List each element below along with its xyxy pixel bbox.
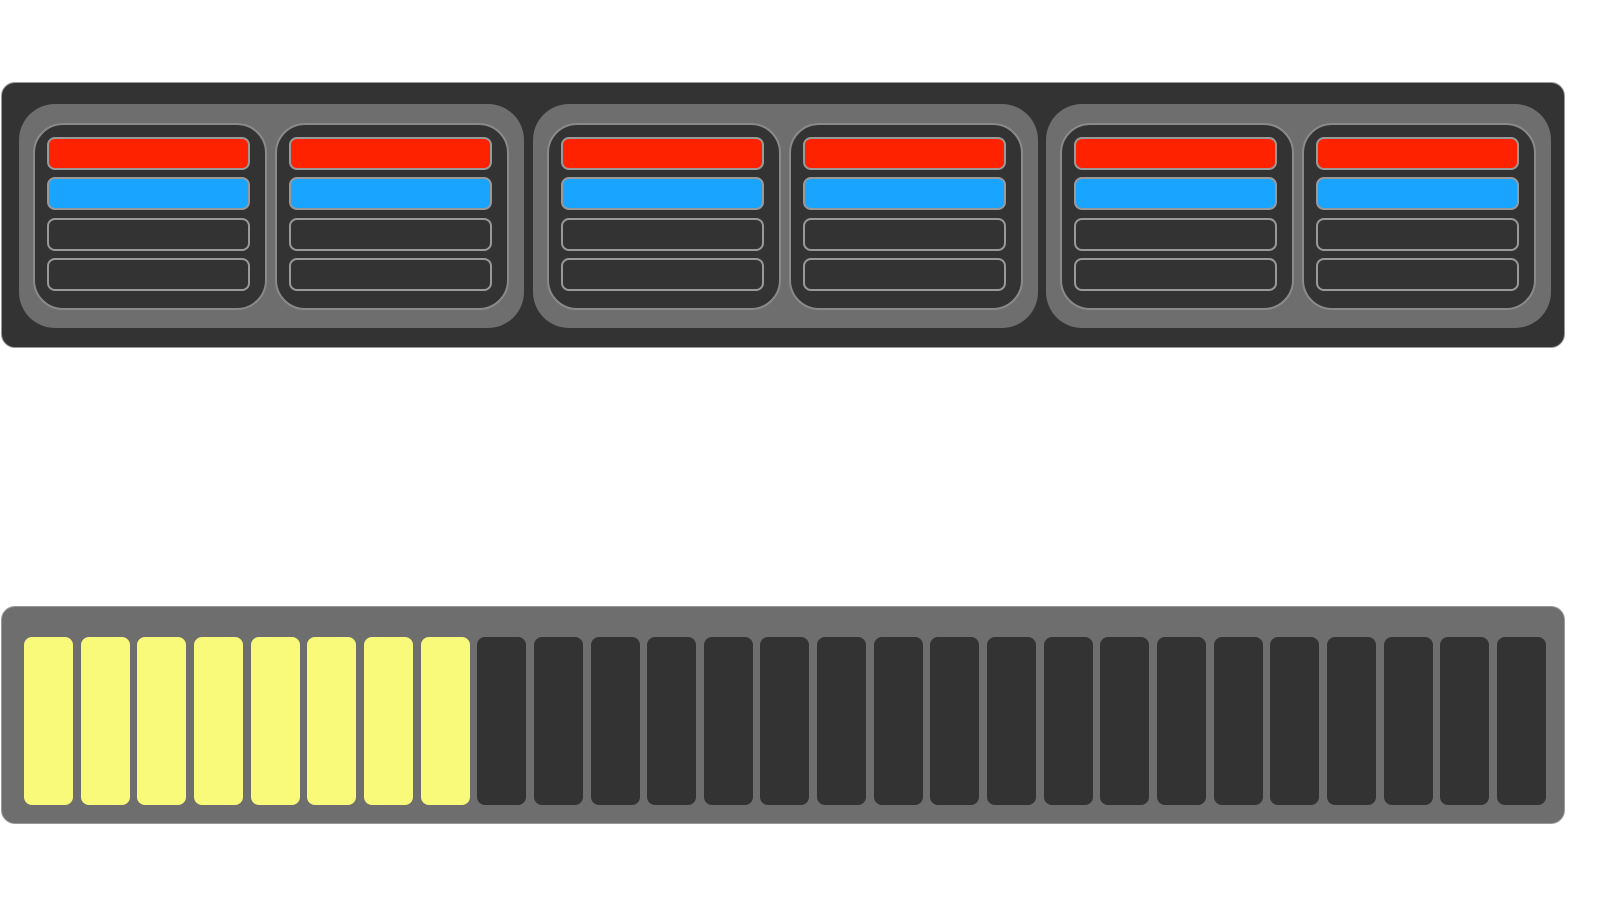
indicator-light-off [289, 258, 492, 291]
meter-segment-lit [80, 637, 130, 805]
indicator-light-blue [561, 177, 764, 210]
indicator-light-blue [1074, 177, 1277, 210]
meter-segment-off [1270, 637, 1320, 805]
meter-segment-off [1043, 637, 1093, 805]
indicator-light-off [561, 258, 764, 291]
indicator-light-red [561, 137, 764, 170]
meter-segment-off [817, 637, 867, 805]
indicator-unit [33, 123, 267, 310]
meter-segment-off [1496, 637, 1546, 805]
indicator-unit [1302, 123, 1536, 310]
indicator-light-blue [47, 177, 250, 210]
meter-segment-off [873, 637, 923, 805]
meter-segment-lit [24, 637, 73, 805]
meter-segment-off [477, 637, 527, 805]
meter-segment-lit [137, 637, 187, 805]
indicator-light-off [47, 258, 250, 291]
indicator-light-red [1316, 137, 1519, 170]
meter-segment-off [590, 637, 640, 805]
meter-segment-off [1440, 637, 1490, 805]
meter-segment-off [760, 637, 810, 805]
indicator-light-red [47, 137, 250, 170]
level-meter [1, 606, 1565, 824]
indicator-light-blue [803, 177, 1006, 210]
meter-segment-lit [420, 637, 470, 805]
meter-segment-off [930, 637, 980, 805]
indicator-group [533, 104, 1038, 328]
meter-segment-off [1157, 637, 1206, 805]
indicator-light-off [1316, 258, 1519, 291]
meter-segment-lit [193, 637, 243, 805]
meter-segment-off [533, 637, 583, 805]
indicator-light-off [803, 258, 1006, 291]
indicator-light-off [289, 218, 492, 251]
meter-segment-off [1100, 637, 1150, 805]
indicator-light-off [1074, 258, 1277, 291]
indicator-light-off [1316, 218, 1519, 251]
indicator-unit [1060, 123, 1294, 310]
indicator-group [19, 104, 524, 328]
indicator-light-blue [1316, 177, 1519, 210]
indicator-light-blue [289, 177, 492, 210]
meter-segment-off [1326, 637, 1376, 805]
meter-segment-off [987, 637, 1037, 805]
indicator-panel [1, 82, 1565, 348]
indicator-light-red [1074, 137, 1277, 170]
indicator-light-off [1074, 218, 1277, 251]
indicator-unit [275, 123, 509, 310]
meter-segment-lit [363, 637, 413, 805]
indicator-light-red [803, 137, 1006, 170]
indicator-light-off [803, 218, 1006, 251]
indicator-unit [547, 123, 781, 310]
meter-segment-off [647, 637, 697, 805]
meter-segment-off [1383, 637, 1433, 805]
indicator-unit [789, 123, 1023, 310]
indicator-light-red [289, 137, 492, 170]
meter-segment-off [703, 637, 753, 805]
meter-segment-off [1213, 637, 1263, 805]
indicator-light-off [47, 218, 250, 251]
meter-segment-lit [307, 637, 357, 805]
indicator-group [1046, 104, 1551, 328]
indicator-light-off [561, 218, 764, 251]
meter-segment-lit [250, 637, 300, 805]
